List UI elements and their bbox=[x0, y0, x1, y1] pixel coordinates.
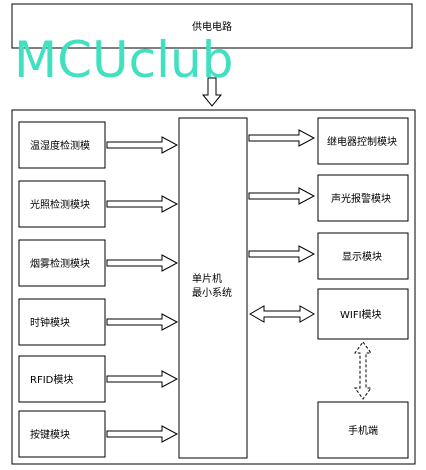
input-arrow bbox=[106, 370, 179, 388]
input-module-label: RFID模块 bbox=[30, 374, 73, 386]
phone-box bbox=[317, 401, 409, 459]
input-module-label: 光照检测模块 bbox=[30, 198, 90, 211]
output-module-box bbox=[317, 232, 409, 280]
input-module-box bbox=[18, 355, 106, 403]
output-module-box bbox=[317, 117, 409, 165]
output-arrow bbox=[248, 187, 316, 205]
power-arrow bbox=[201, 77, 223, 107]
input-arrow bbox=[106, 254, 179, 272]
input-arrow bbox=[106, 313, 179, 331]
input-arrow bbox=[106, 195, 179, 213]
input-module-label: 烟雾检测模块 bbox=[30, 257, 90, 270]
input-module-box bbox=[18, 121, 106, 169]
input-arrow bbox=[106, 136, 179, 154]
wifi-phone-dashed-arrow bbox=[354, 341, 372, 400]
watermark: MCUclub bbox=[14, 31, 233, 89]
input-module-box bbox=[18, 410, 106, 458]
input-module-box bbox=[18, 180, 106, 228]
mcu-box bbox=[178, 117, 248, 459]
output-arrow bbox=[248, 129, 316, 147]
input-module-label: 温湿度检测模 bbox=[30, 139, 90, 152]
output-module-label: 显示模块 bbox=[342, 251, 382, 263]
phone-label: 手机端 bbox=[348, 424, 378, 437]
input-module-box bbox=[18, 298, 106, 346]
output-module-label: 继电器控制模块 bbox=[327, 135, 397, 148]
output-module-box bbox=[317, 174, 409, 222]
input-module-label: 按键模块 bbox=[30, 428, 70, 441]
output-arrow bbox=[248, 245, 316, 263]
power-supply-box bbox=[11, 3, 413, 49]
wifi-bidirectional-arrow bbox=[248, 305, 316, 323]
mcu-label-line1: 单片机 bbox=[192, 272, 222, 285]
power-supply-label: 供电电路 bbox=[192, 20, 232, 33]
output-module-label: 声光报警模块 bbox=[331, 192, 391, 205]
input-module-label: 时钟模块 bbox=[30, 316, 70, 329]
input-arrow bbox=[106, 425, 179, 443]
wifi-module-label: WIFI模块 bbox=[340, 309, 382, 321]
wifi-module-box bbox=[317, 288, 409, 340]
system-frame bbox=[11, 109, 416, 465]
input-module-box bbox=[18, 239, 106, 287]
mcu-label-line2: 最小系统 bbox=[192, 286, 232, 299]
